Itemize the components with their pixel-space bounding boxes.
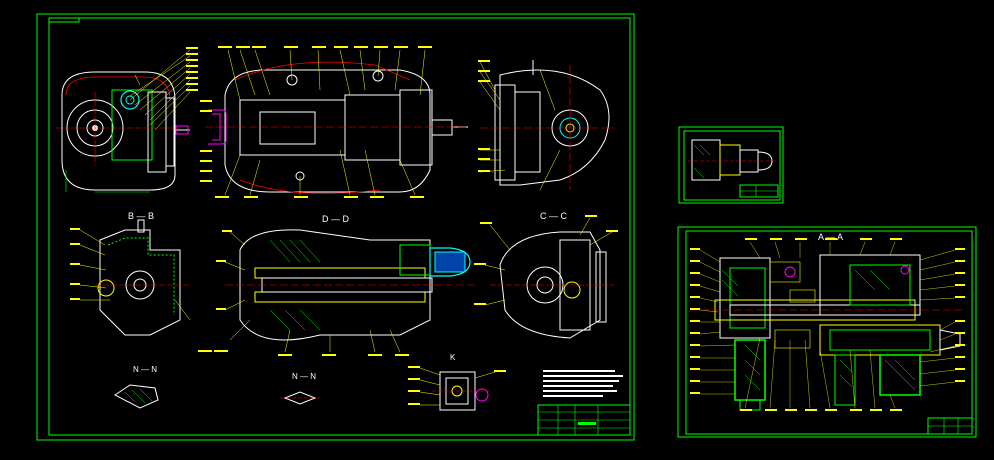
view-section-cc: C — C	[474, 211, 618, 339]
view-label-k: K	[450, 353, 456, 362]
view-label-nn-mid: N — N	[292, 372, 316, 381]
view-label-dd: D — D	[322, 214, 350, 224]
section-sheet-inner-border	[685, 230, 973, 435]
view-section-nn-mid: N — N	[280, 372, 320, 405]
view-top-right-end	[478, 60, 615, 191]
main-sheet-corner-tag	[48, 17, 80, 23]
view-label-cc: C — C	[540, 211, 568, 221]
view-detail-k: K	[408, 353, 506, 411]
section-aa-sheet: A — A	[677, 226, 977, 438]
view-section-nn-left: N — N	[114, 365, 159, 409]
small-sheet-outer-border	[678, 126, 784, 204]
main-title-block	[537, 404, 631, 436]
main-drawing-sheet: B — B D — D	[36, 13, 635, 441]
view-label-bb: B — B	[128, 211, 154, 221]
view-top-middle-housing	[200, 46, 470, 198]
view-section-dd: D — D	[198, 214, 475, 356]
section-sheet-outer-border	[677, 226, 977, 438]
technical-notes-block	[543, 370, 623, 397]
small-drawing-sheet	[678, 126, 784, 204]
view-label-nn-left: N — N	[133, 365, 157, 374]
view-top-left-gearbox	[55, 47, 198, 193]
small-sheet-inner-border	[683, 130, 781, 201]
view-section-bb: B — B	[70, 211, 191, 336]
main-sheet-inner-border	[48, 17, 631, 436]
main-sheet-outer-border	[36, 13, 635, 441]
view-label-aa: A — A	[818, 232, 843, 242]
